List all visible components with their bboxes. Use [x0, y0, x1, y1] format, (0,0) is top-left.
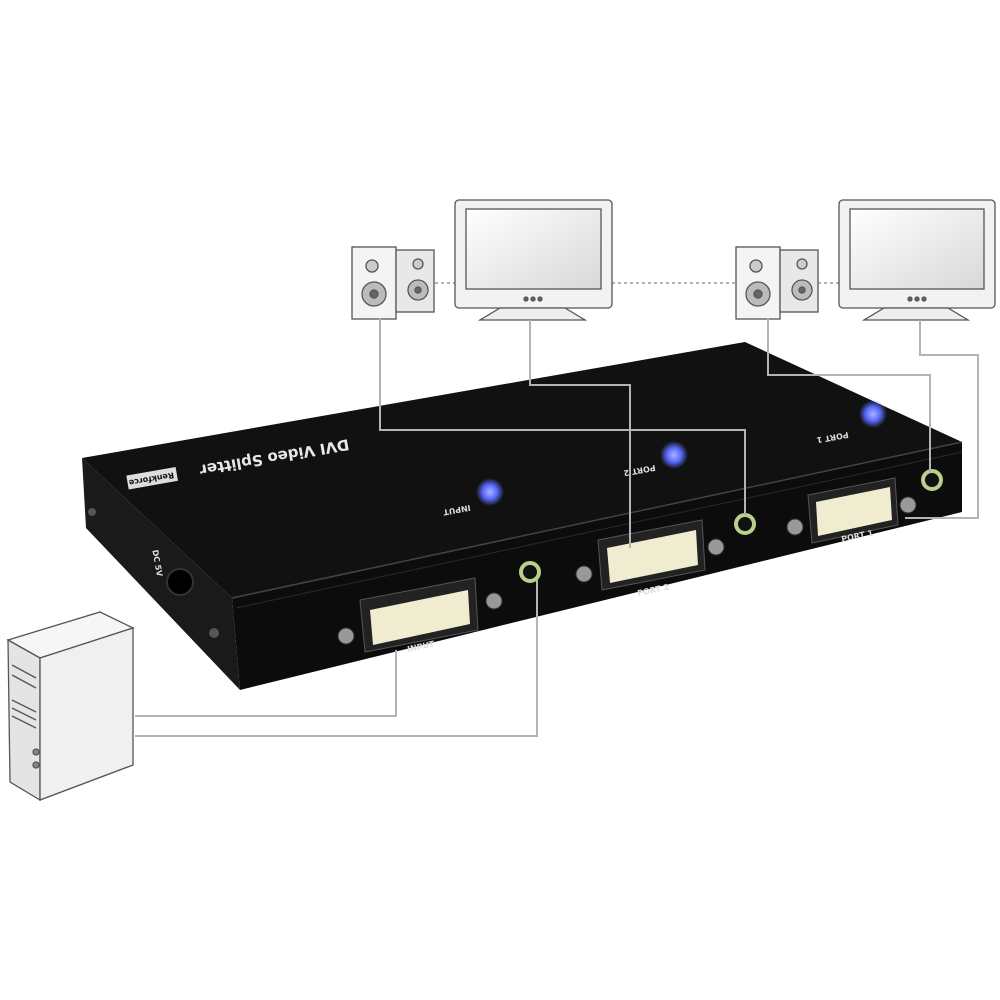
speaker-left-pair	[351, 246, 435, 320]
audio-jack-input	[519, 561, 541, 583]
monitor-left	[454, 199, 613, 321]
dvi-port2: PORT 2	[575, 519, 725, 598]
device-left-side	[82, 458, 240, 690]
led-input	[476, 478, 504, 506]
device-top	[82, 342, 962, 598]
cables	[135, 318, 979, 737]
audio-jack-port1	[921, 469, 943, 491]
audio-jack-port2	[734, 513, 756, 535]
speaker-right-pair	[735, 246, 819, 320]
dvi-input-port: INPUT	[337, 577, 503, 654]
led-port1	[859, 400, 887, 428]
monitor-right	[838, 199, 996, 321]
led-port2	[660, 441, 688, 469]
pc-tower	[6, 611, 135, 802]
